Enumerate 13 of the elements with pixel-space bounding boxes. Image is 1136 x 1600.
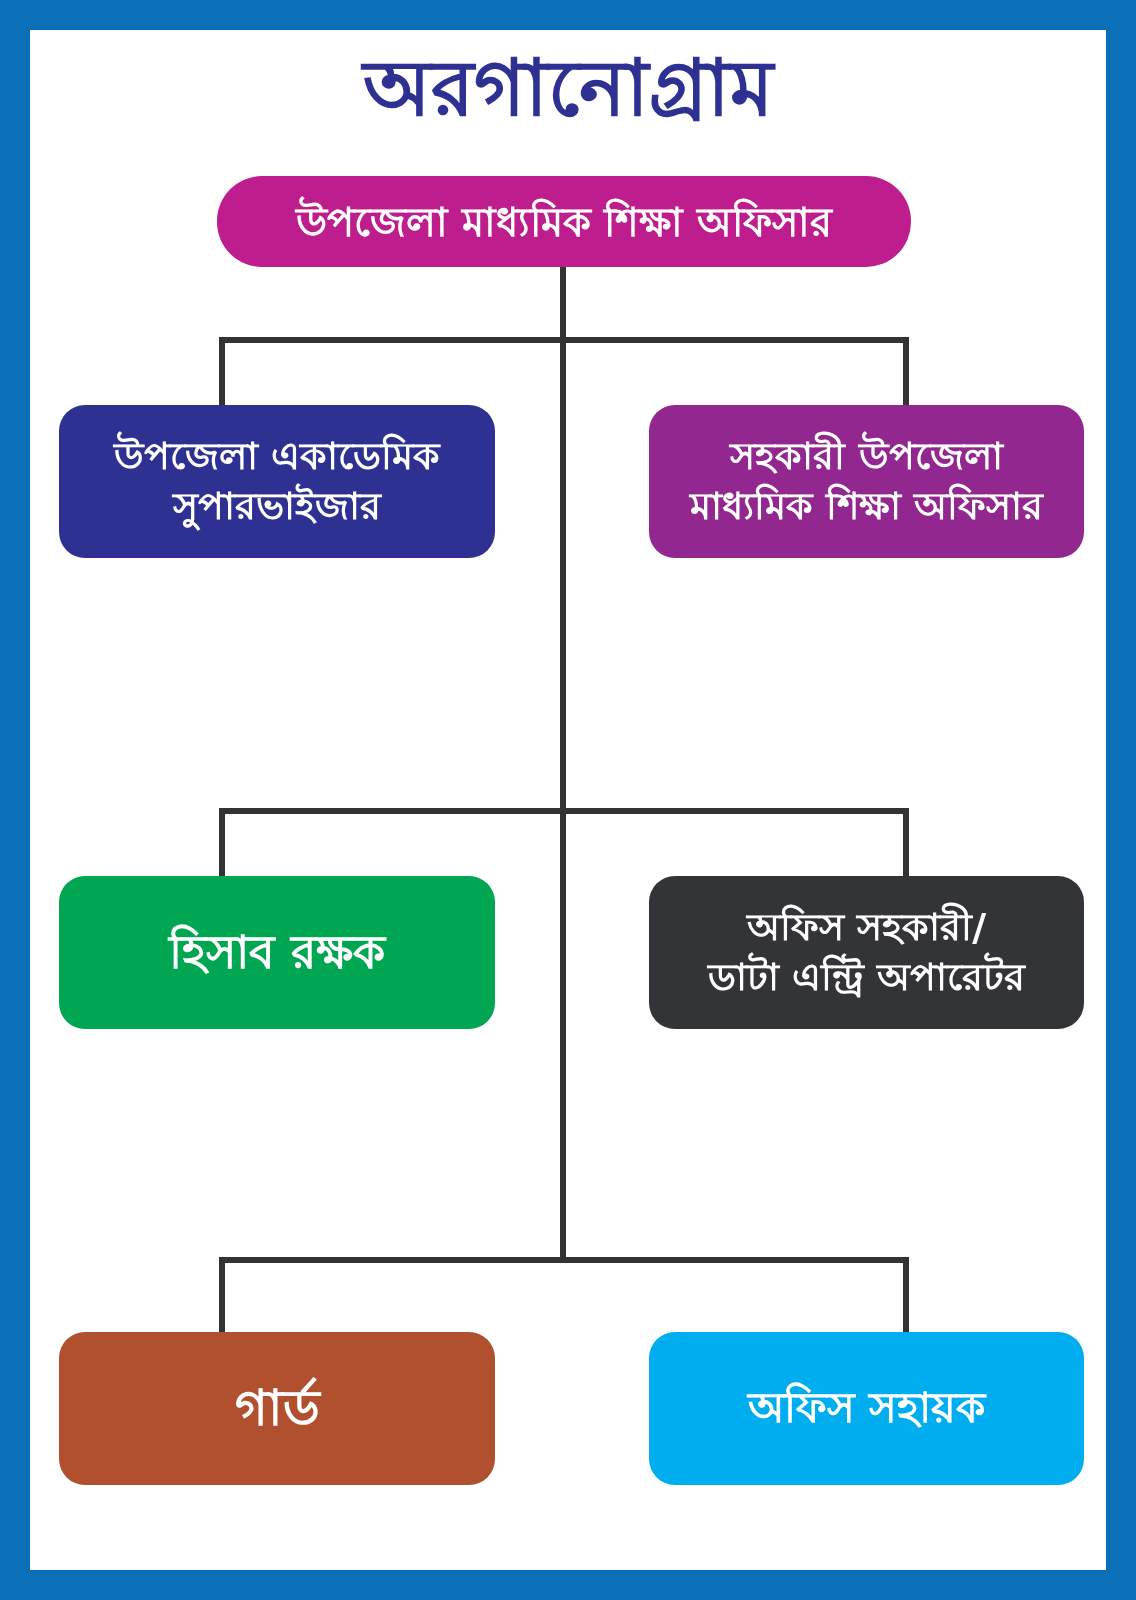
role-box [59,405,495,558]
role-label: অফিস সহকারী/ ডাটা এন্ট্রি অপারেটর [667,903,1066,1002]
role-label: গার্ড [234,1376,320,1439]
role-label: উপজেলা মাধ্যমিক শিক্ষা অফিসার [295,195,833,247]
role-box [649,405,1084,558]
role-box [59,876,495,1029]
role-box [649,1332,1084,1485]
role-box [649,876,1084,1029]
role-label: অফিস সহায়ক [747,1381,986,1435]
role-label: উপজেলা একাডেমিক সুপারভাইজার [77,432,477,531]
role-label: সহকারী উপজেলা মাধ্যমিক শিক্ষা অফিসার [667,432,1066,531]
role-box [59,1332,495,1485]
role-label: হিসাব রক্ষক [169,923,385,981]
